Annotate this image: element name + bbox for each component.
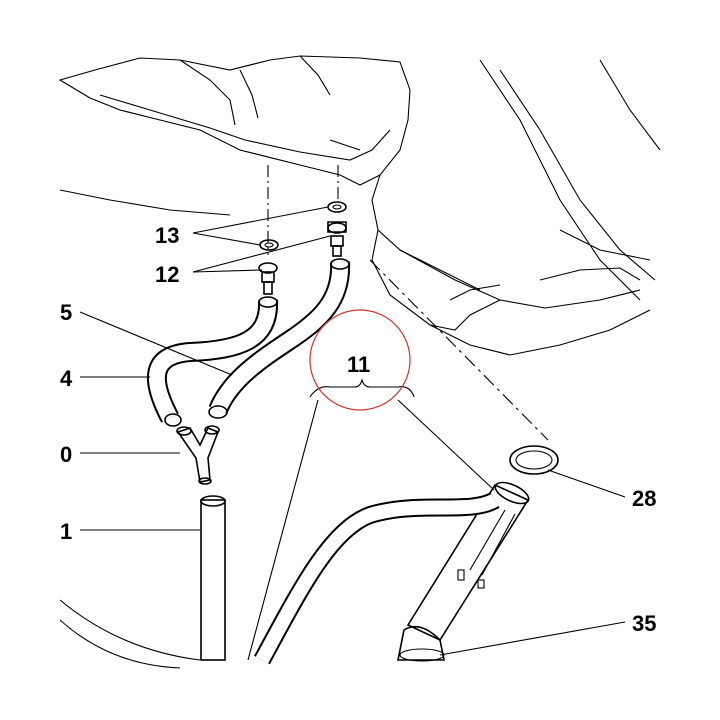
hose-1 [200, 495, 226, 661]
washer-13-upper [327, 201, 347, 213]
reservoir-lower-body-35 [397, 625, 445, 662]
callout-11: 11 [347, 352, 370, 377]
nozzle-fitting-12-left [258, 262, 278, 295]
hose-11-loop [254, 491, 500, 665]
assembly-axis-lines [267, 165, 549, 441]
callout-10: 0 [60, 442, 72, 467]
nozzle-fitting-12-right [327, 221, 347, 257]
callout-11-highlight-circle [309, 309, 411, 411]
callout-1: 1 [60, 519, 72, 544]
hose-4 [147, 296, 279, 427]
y-connector-10 [176, 425, 220, 485]
callout-28: 28 [632, 486, 656, 511]
washer-13-lower [259, 239, 279, 251]
vehicle-body-outline [58, 55, 661, 669]
seal-ring-28 [509, 445, 559, 475]
callout-12: 12 [155, 262, 179, 287]
callout-4: 4 [60, 366, 73, 391]
callout-13: 13 [155, 223, 179, 248]
callout-5: 5 [60, 300, 72, 325]
hose-5 [208, 258, 351, 419]
leader-lines [79, 206, 626, 661]
callout-35: 35 [632, 611, 656, 636]
